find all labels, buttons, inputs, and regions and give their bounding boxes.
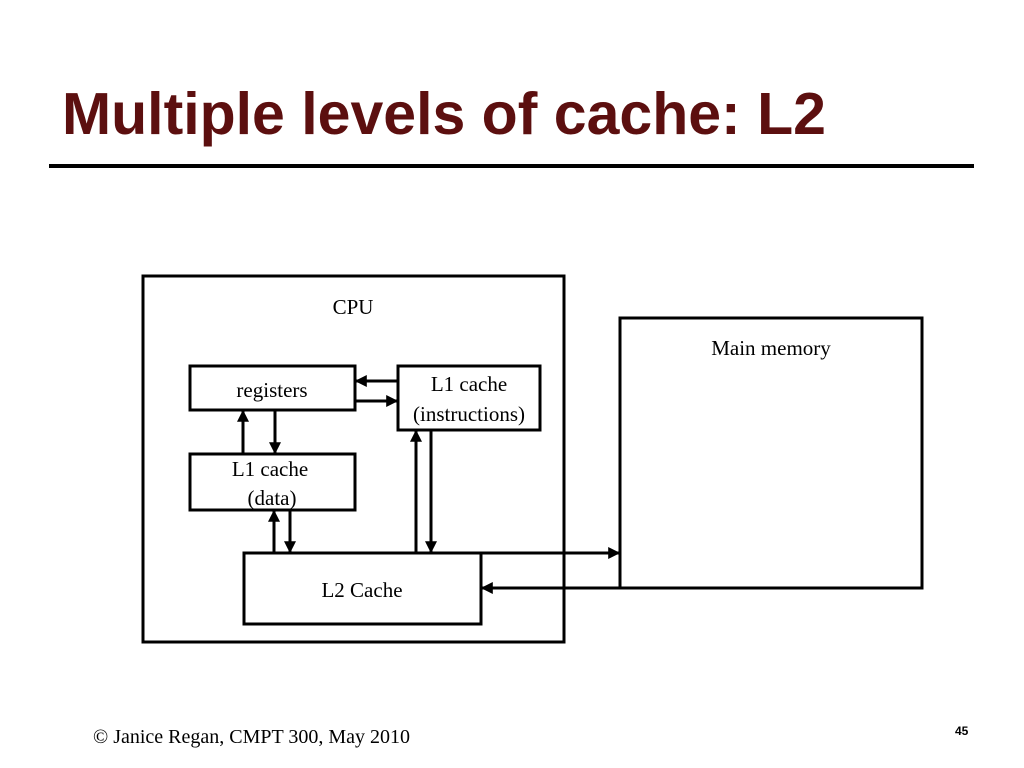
cpu-label: CPU: [333, 295, 374, 319]
l1-data-cache-label-line1: L1 cache: [232, 457, 308, 481]
main-memory-box: [618, 316, 924, 590]
title-underline: [49, 164, 974, 168]
l1-instruction-cache-label-line2: (instructions): [413, 402, 525, 426]
page-number: 45: [955, 724, 969, 738]
footer-copyright: © Janice Regan, CMPT 300, May 2010: [93, 726, 411, 748]
registers-label: registers: [236, 378, 307, 402]
l2-cache-label: L2 Cache: [321, 578, 402, 602]
l1-data-cache-label-line2: (data): [248, 486, 297, 510]
registers-box: [188, 364, 357, 412]
l1-instruction-cache-box: [396, 364, 542, 432]
l1-instruction-cache-label-line1: L1 cache: [431, 372, 507, 396]
l2-cache-box: [242, 551, 483, 626]
slide-title: Multiple levels of cache: L2: [62, 81, 826, 147]
main-memory-label: Main memory: [711, 336, 831, 360]
